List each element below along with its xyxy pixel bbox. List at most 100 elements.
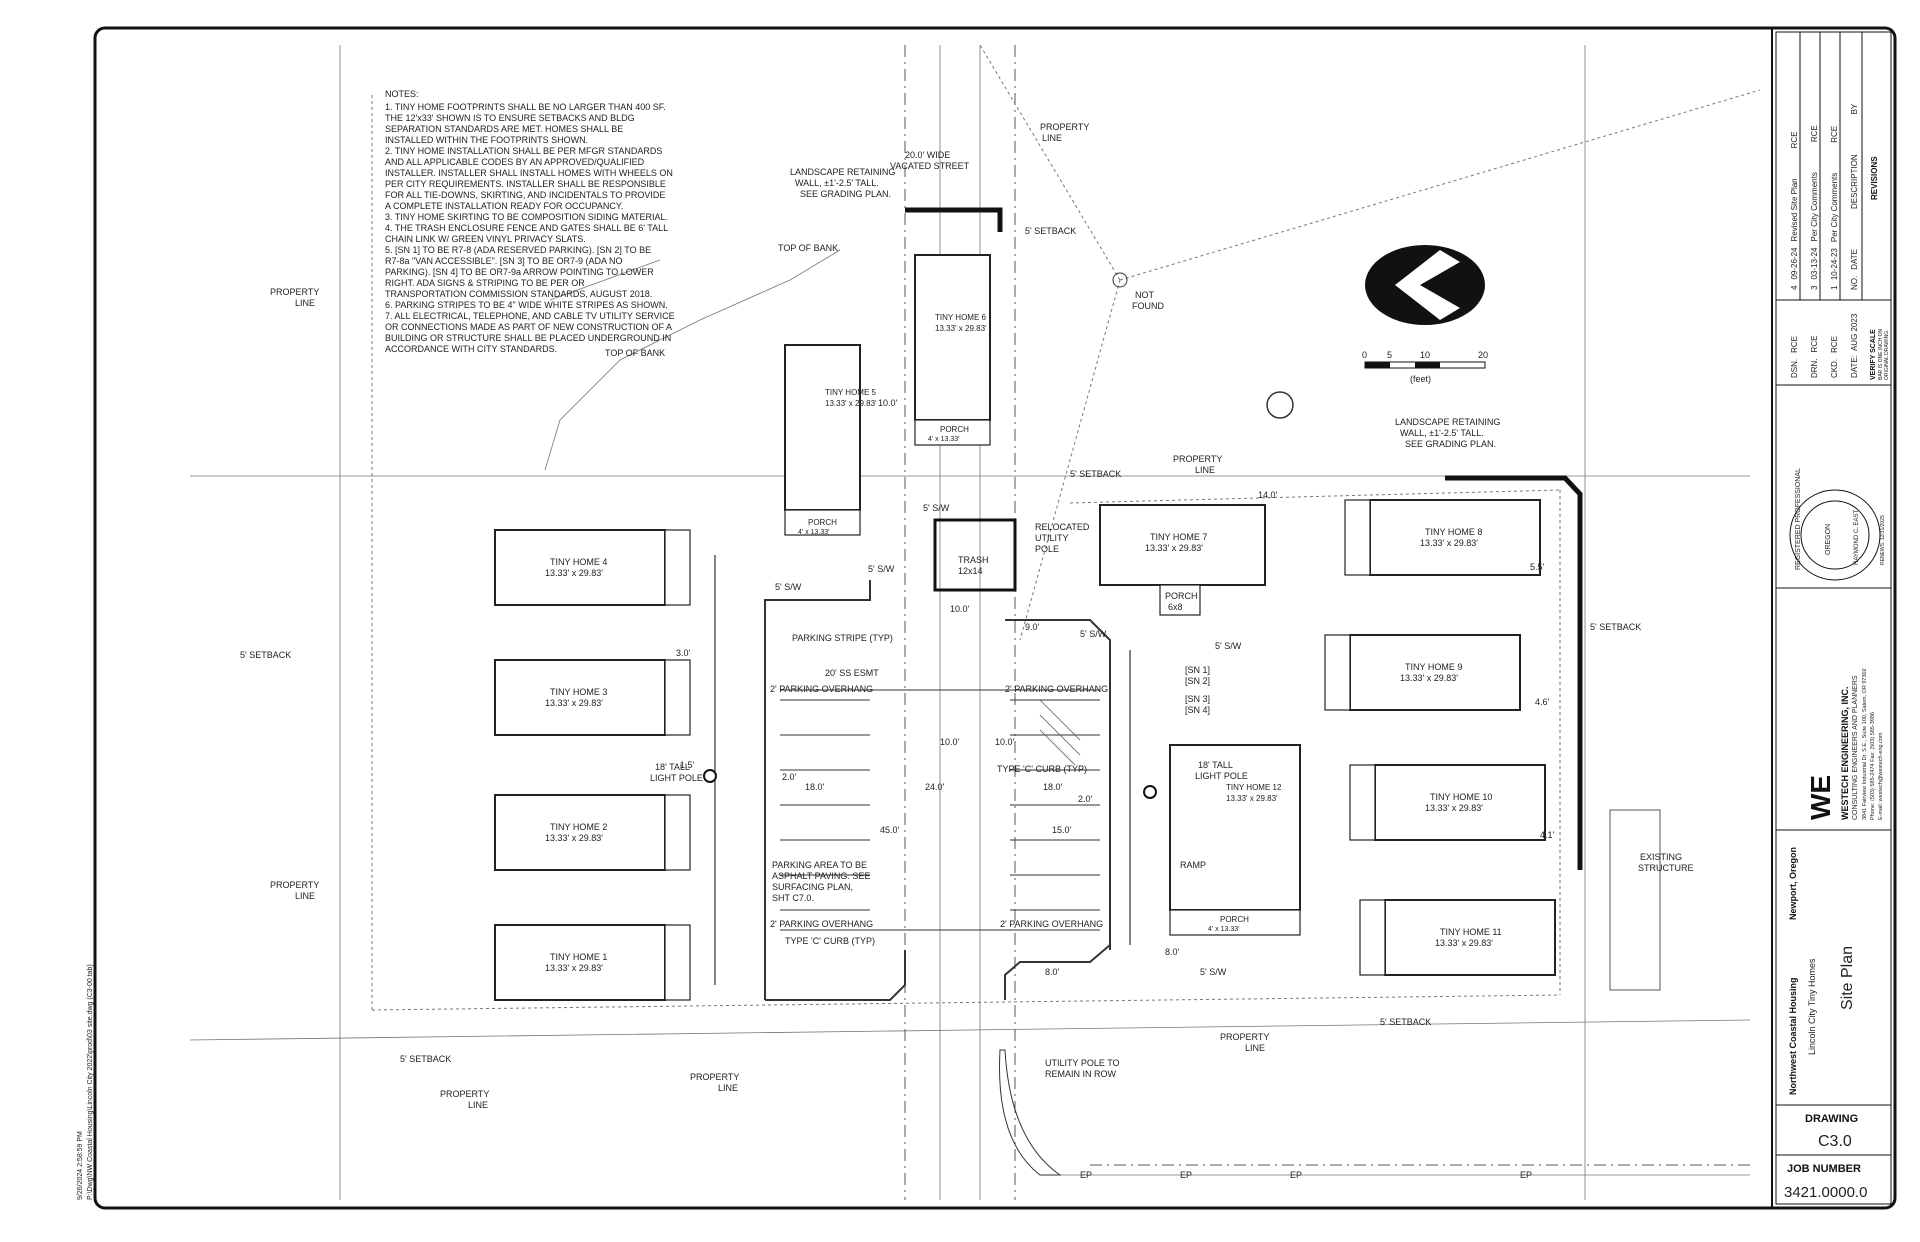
property-label: PROPERTY bbox=[270, 880, 319, 890]
top-of-bank-label: TOP OF BANK bbox=[778, 243, 838, 253]
note-line: INSTALLED WITHIN THE FOOTPRINTS SHOWN. bbox=[385, 135, 588, 145]
vacated-street-label: VACATED STREET bbox=[890, 161, 970, 171]
retaining-wall-note: WALL, ±1'-2.5' TALL. bbox=[795, 178, 879, 188]
dim-label: 8.0' bbox=[1045, 967, 1060, 977]
home-2-label: TINY HOME 2 bbox=[550, 822, 607, 832]
property-label: PROPERTY bbox=[440, 1089, 489, 1099]
line-label: LINE bbox=[295, 298, 315, 308]
setback-label: 5' SETBACK bbox=[1590, 622, 1641, 632]
overhang-note: 2' PARKING OVERHANG bbox=[770, 919, 873, 929]
property-label: PROPERTY bbox=[1173, 454, 1222, 464]
note-line: 3. TINY HOME SKIRTING TO BE COMPOSITION … bbox=[385, 212, 668, 222]
revisions-label: REVISIONS bbox=[1870, 156, 1879, 200]
setback-label: 5' SETBACK bbox=[1070, 469, 1121, 479]
setback-label: 5' SETBACK bbox=[400, 1054, 451, 1064]
ep-label: EP bbox=[1080, 1170, 1092, 1180]
ramp-label: RAMP bbox=[1180, 860, 1206, 870]
note-line: 7. ALL ELECTRICAL, TELEPHONE, AND CABLE … bbox=[385, 311, 675, 321]
porch-5-size: 4' x 13.33' bbox=[798, 529, 829, 536]
light-pole-symbol bbox=[703, 769, 717, 783]
dim-label: 4.1' bbox=[1540, 830, 1555, 840]
overhang-note: 2' PARKING OVERHANG bbox=[1005, 684, 1108, 694]
ep-label: EP bbox=[1180, 1170, 1192, 1180]
light-pole-symbol-2 bbox=[1143, 785, 1157, 799]
job-label: JOB NUMBER bbox=[1787, 1163, 1861, 1175]
home-4-label: TINY HOME 4 bbox=[550, 557, 607, 567]
porch-5-label: PORCH bbox=[808, 518, 837, 527]
not-found-label: NOT bbox=[1135, 290, 1155, 300]
retaining-wall-note: LANDSCAPE RETAINING bbox=[1395, 417, 1500, 427]
rev-header: NO.DATEDESCRIPTIONBY bbox=[1850, 103, 1859, 290]
line-label: LINE bbox=[1195, 465, 1215, 475]
scale-tick: 10 bbox=[1420, 350, 1430, 360]
porch-12-label: PORCH bbox=[1220, 915, 1249, 924]
home-labels: TINY HOME 4 13.33' x 29.83' TINY HOME 3 … bbox=[545, 313, 1502, 973]
dim-label: 10.0' bbox=[878, 398, 898, 408]
porch-7-label: PORCH bbox=[1165, 591, 1198, 601]
drn: DRN.RCE bbox=[1810, 336, 1819, 378]
drawing-label: DRAWING bbox=[1805, 1113, 1858, 1125]
title-block: 409-26-24Revised Site PlanRCE 303-13-24P… bbox=[1784, 103, 1890, 1201]
scale-tick: 0 bbox=[1362, 350, 1367, 360]
dimensions: 3.0' 10.0' 1.5' 2.0' 18.0' 24.0' 18.0' 2… bbox=[676, 398, 1555, 977]
sheet-title: Site Plan bbox=[1839, 946, 1856, 1010]
parking-area-note: SURFACING PLAN, bbox=[772, 882, 853, 892]
note-line: PER CITY REQUIREMENTS. INSTALLER SHALL B… bbox=[385, 179, 666, 189]
dsn: DSN.RCE bbox=[1790, 336, 1799, 378]
note-line: INSTALLER. INSTALLER SHALL INSTALL HOMES… bbox=[385, 168, 673, 178]
file-timestamp: 9/26/2024 2:58:59 PM bbox=[77, 1131, 84, 1200]
utility-pole-hatch bbox=[999, 1049, 1062, 1176]
note-line: 2. TINY HOME INSTALLATION SHALL BE PER M… bbox=[385, 146, 662, 156]
date-field: DATE:AUG 2023 bbox=[1850, 313, 1859, 378]
dim-label: 24.0' bbox=[925, 782, 945, 792]
note-line: CHAIN LINK W/ GREEN VINYL PRIVACY SLATS. bbox=[385, 234, 586, 244]
porch-6-label: PORCH bbox=[940, 425, 969, 434]
note-line: 1. TINY HOME FOOTPRINTS SHALL BE NO LARG… bbox=[385, 102, 666, 112]
dim-label: 10.0' bbox=[940, 737, 960, 747]
home-8-size: 13.33' x 29.83' bbox=[1420, 538, 1478, 548]
sidewalk-label: 5' S/W bbox=[923, 503, 950, 513]
home-8-label: TINY HOME 8 bbox=[1425, 527, 1482, 537]
ada-hatch bbox=[1039, 699, 1081, 766]
dim-label: 2.0' bbox=[1078, 794, 1093, 804]
sign-sn1: [SN 1] bbox=[1185, 665, 1210, 675]
home-11-label: TINY HOME 11 bbox=[1440, 927, 1502, 937]
dim-label: 10.0' bbox=[995, 737, 1015, 747]
line-label: LINE bbox=[468, 1100, 488, 1110]
verify-scale: VERIFY SCALE bbox=[1870, 329, 1877, 380]
setback-label: 5' SETBACK bbox=[240, 650, 291, 660]
porch-6-size: 4' x 13.33' bbox=[928, 436, 959, 443]
note-line: R7-8a "VAN ACCESSIBLE". [SN 3] TO BE OR7… bbox=[385, 256, 622, 266]
ep-label: EP bbox=[1290, 1170, 1302, 1180]
home-7-label: TINY HOME 7 bbox=[1150, 532, 1207, 542]
home-3-label: TINY HOME 3 bbox=[550, 687, 607, 697]
rev-row-4: 409-26-24Revised Site PlanRCE bbox=[1790, 131, 1799, 290]
property-lines bbox=[189, 44, 1761, 1200]
overhang-note: 2' PARKING OVERHANG bbox=[770, 684, 873, 694]
sidewalk-label: 5' S/W bbox=[775, 582, 802, 592]
utility-pole-note: REMAIN IN ROW bbox=[1045, 1069, 1117, 1079]
note-line: ACCORDANCE WITH CITY STANDARDS. bbox=[385, 344, 557, 354]
retaining-wall-note: SEE GRADING PLAN. bbox=[800, 189, 891, 199]
setback-label: 5' SETBACK bbox=[1025, 226, 1076, 236]
relocated-pole-note: RELOCATED bbox=[1035, 522, 1090, 532]
manhole-symbol bbox=[1266, 391, 1294, 419]
existing-structure-label: STRUCTURE bbox=[1638, 863, 1694, 873]
light-pole-note: LIGHT POLE bbox=[1195, 771, 1248, 781]
retaining-wall-note: WALL, ±1'-2.5' TALL. bbox=[1400, 428, 1484, 438]
home-1-size: 13.33' x 29.83' bbox=[545, 963, 603, 973]
drawing-number: C3.0 bbox=[1818, 1133, 1852, 1150]
retaining-wall-note: SEE GRADING PLAN. bbox=[1405, 439, 1496, 449]
dim-label: 14.0' bbox=[1258, 490, 1278, 500]
existing-structure bbox=[1609, 809, 1661, 991]
retaining-wall-note: LANDSCAPE RETAINING bbox=[790, 167, 895, 177]
scale-tick: 5 bbox=[1387, 350, 1392, 360]
note-line: PARKING). [SN 4] TO BE OR7-9a ARROW POIN… bbox=[385, 267, 654, 277]
sidewalk-label: 5' S/W bbox=[1200, 967, 1227, 977]
home-9-label: TINY HOME 9 bbox=[1405, 662, 1462, 672]
vacated-street-label: 20.0' WIDE bbox=[905, 150, 950, 160]
notes-heading: NOTES: bbox=[385, 89, 419, 99]
line-label: LINE bbox=[295, 891, 315, 901]
rev-row-3: 303-13-24Per City CommentsRCE bbox=[1810, 125, 1819, 290]
trash-enclosure bbox=[933, 518, 1017, 592]
